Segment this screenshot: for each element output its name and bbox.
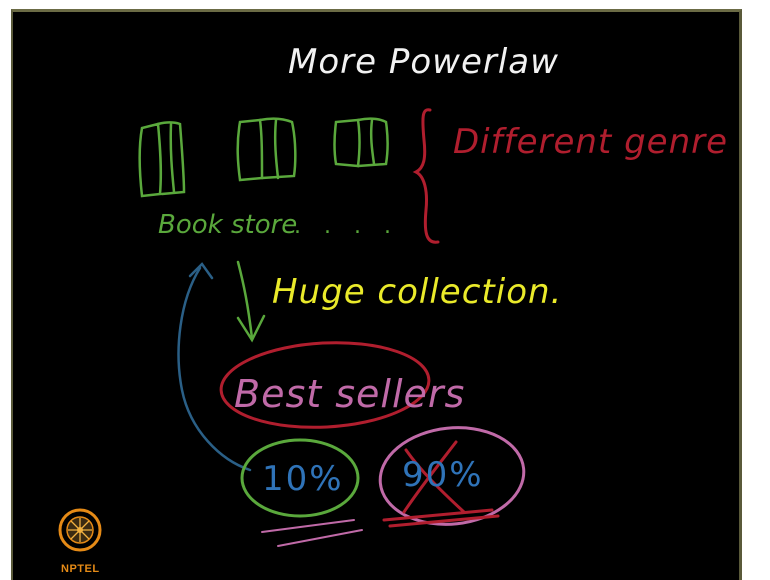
best-sellers-label: Best sellers — [234, 372, 466, 416]
cross-icon — [382, 440, 500, 528]
nptel-logo-icon — [58, 508, 102, 552]
genre-label: Different genre — [453, 122, 729, 162]
best-sellers-ellipse — [219, 341, 431, 429]
ellipsis-dots: . . . . — [294, 214, 399, 239]
ten-percent-label: 10% — [262, 459, 344, 499]
bookstore-label: Book store — [158, 210, 298, 240]
nptel-logo-text: NPTEL — [61, 563, 100, 575]
underline-icon — [261, 519, 363, 547]
ninety-percent-ellipse — [378, 426, 526, 526]
curved-arrow-icon — [177, 262, 252, 472]
collection-label: Huge collection. — [272, 272, 563, 312]
bookshelf-icon — [236, 117, 297, 182]
blackboard-slide — [11, 9, 742, 580]
down-arrow-icon — [236, 260, 266, 343]
ninety-percent-label: 90% — [402, 455, 484, 495]
ten-percent-ellipse — [240, 438, 360, 518]
bookshelf-icon — [138, 121, 186, 198]
slide-title: More Powerlaw — [288, 42, 559, 82]
brace-icon — [412, 108, 440, 244]
bookshelf-icon — [333, 117, 389, 168]
